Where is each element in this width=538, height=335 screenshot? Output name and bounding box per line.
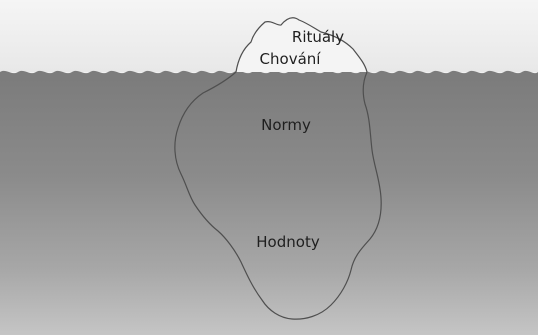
label-hodnoty: Hodnoty (256, 233, 320, 251)
label-chovani: Chování (260, 50, 322, 68)
water-body (0, 71, 538, 335)
label-ritualy: Rituály (292, 28, 344, 46)
label-normy: Normy (261, 116, 311, 134)
